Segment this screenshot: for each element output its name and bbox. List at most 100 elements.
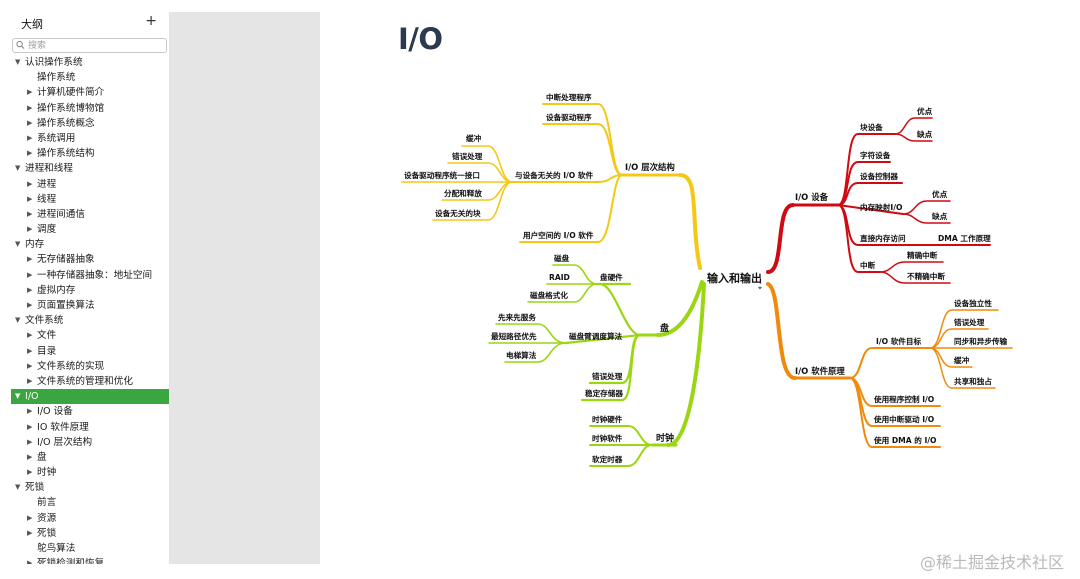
node-device-independent-block[interactable]: 设备无关的块 — [435, 208, 481, 218]
node-shared-exclusive[interactable]: 共享和独占 — [954, 376, 992, 386]
triangle-right-icon[interactable]: ▶ — [27, 468, 33, 477]
triangle-right-icon[interactable]: ▶ — [27, 88, 33, 97]
outline-item[interactable]: ▶调度 — [11, 222, 169, 237]
node-interrupt-driven-io[interactable]: 使用中断驱动 I/O — [873, 414, 935, 424]
node-io-device[interactable]: I/O 设备 — [795, 192, 829, 202]
outline-item[interactable]: ▶时钟 — [11, 465, 169, 480]
triangle-right-icon[interactable]: ▶ — [27, 103, 33, 112]
triangle-right-icon[interactable]: ▶ — [27, 376, 33, 385]
node-clock[interactable]: 时钟 — [656, 432, 674, 444]
outline-item[interactable]: ▶进程 — [11, 177, 169, 192]
node-stable-storage[interactable]: 稳定存储器 — [585, 388, 623, 398]
node-uniform-interface[interactable]: 设备驱动程序统一接口 — [404, 170, 480, 180]
outline-item[interactable]: ▶一种存储器抽象：地址空间 — [11, 268, 169, 283]
outline-item[interactable]: ▶虚拟内存 — [11, 283, 169, 298]
node-dma-io[interactable]: 使用 DMA 的 I/O — [873, 435, 937, 445]
outline-item[interactable]: 前言 — [11, 495, 169, 510]
outline-item[interactable]: ▼文件系统 — [11, 313, 169, 328]
node-raid[interactable]: RAID — [549, 273, 570, 282]
triangle-right-icon[interactable]: ▶ — [27, 513, 33, 522]
node-elevator[interactable]: 电梯算法 — [506, 350, 537, 360]
node-user-space-sw[interactable]: 用户空间的 I/O 软件 — [522, 230, 594, 240]
triangle-right-icon[interactable]: ▶ — [27, 301, 33, 309]
node-disk-item[interactable]: 磁盘 — [554, 253, 570, 263]
triangle-down-icon[interactable]: ▼ — [15, 483, 21, 492]
node-clock-software[interactable]: 时钟软件 — [592, 433, 623, 443]
add-outline-button[interactable]: + — [145, 13, 157, 29]
node-interrupt[interactable]: 中断 — [860, 260, 876, 270]
outline-item[interactable]: ▶目录 — [11, 344, 169, 359]
triangle-right-icon[interactable]: ▶ — [27, 407, 33, 416]
node-buffer[interactable]: 缓冲 — [466, 133, 482, 143]
outline-item[interactable]: ▼内存 — [11, 237, 169, 252]
node-software-goals[interactable]: I/O 软件目标 — [876, 336, 921, 346]
node-device-driver[interactable]: 设备驱动程序 — [546, 112, 592, 122]
triangle-right-icon[interactable]: ▶ — [27, 285, 33, 294]
node-fcfs[interactable]: 先来先服务 — [498, 312, 536, 322]
node-io-layer[interactable]: I/O 层次结构 — [625, 162, 675, 172]
node-mmio-pro[interactable]: 优点 — [932, 189, 948, 199]
node-char-device[interactable]: 字符设备 — [860, 150, 891, 160]
triangle-right-icon[interactable]: ▶ — [27, 559, 33, 564]
outline-item[interactable]: ▼进程和线程 — [11, 161, 169, 176]
root-node[interactable]: 输入和输出 — [707, 271, 762, 285]
triangle-right-icon[interactable]: ▶ — [27, 346, 33, 355]
outline-item[interactable]: ▶IO 软件原理 — [11, 420, 169, 435]
outline-item[interactable]: ▶线程 — [11, 192, 169, 207]
triangle-right-icon[interactable]: ▶ — [27, 361, 33, 370]
node-alloc-release[interactable]: 分配和释放 — [444, 188, 482, 198]
node-mmio-con[interactable]: 缺点 — [931, 211, 948, 221]
triangle-down-icon[interactable]: ▼ — [15, 164, 21, 173]
outline-item[interactable]: ▶文件 — [11, 328, 169, 343]
node-programmed-io[interactable]: 使用程序控制 I/O — [873, 394, 935, 404]
outline-item[interactable]: 操作系统 — [11, 70, 169, 85]
outline-item[interactable]: ▶页面置换算法 — [11, 298, 169, 313]
node-sync-async[interactable]: 同步和异步传输 — [954, 336, 1008, 346]
outline-item[interactable]: ▶盘 — [11, 450, 169, 465]
node-device-independent-sw[interactable]: 与设备无关的 I/O 软件 — [515, 170, 593, 180]
triangle-right-icon[interactable]: ▶ — [27, 422, 33, 431]
triangle-right-icon[interactable]: ▶ — [27, 149, 33, 158]
outline-item[interactable]: ▶进程间通信 — [11, 207, 169, 222]
triangle-right-icon[interactable]: ▶ — [27, 528, 33, 537]
node-dma-principle[interactable]: DMA 工作原理 — [938, 233, 991, 243]
outline-item[interactable]: ▶文件系统的管理和优化 — [11, 374, 169, 389]
node-disk-arm-scheduling[interactable]: 磁盘臂调度算法 — [569, 331, 623, 341]
outline-item[interactable]: ▶系统调用 — [11, 131, 169, 146]
triangle-down-icon[interactable]: ▼ — [15, 316, 21, 325]
outline-item[interactable]: ▶操作系统结构 — [11, 146, 169, 161]
node-sstf[interactable]: 最短路径优先 — [491, 331, 537, 341]
node-soft-timer[interactable]: 软定时器 — [592, 454, 623, 464]
outline-item[interactable]: ▶操作系统博物馆 — [11, 101, 169, 116]
outline-item[interactable]: ▼死锁 — [11, 480, 169, 495]
search-input[interactable] — [28, 39, 158, 52]
node-disk-hardware[interactable]: 盘硬件 — [600, 272, 623, 282]
node-block-device[interactable]: 块设备 — [860, 122, 883, 132]
triangle-down-icon[interactable]: ▼ — [15, 240, 21, 249]
node-error-handling[interactable]: 错误处理 — [452, 151, 483, 161]
outline-item[interactable]: ▶死锁 — [11, 526, 169, 541]
outline-item[interactable]: ▼认识操作系统 — [11, 55, 169, 70]
outline-item[interactable]: ▶无存储器抽象 — [11, 252, 169, 267]
node-interrupt-handler[interactable]: 中断处理程序 — [546, 92, 592, 102]
triangle-down-icon[interactable]: ▼ — [15, 58, 21, 66]
outline-item[interactable]: ▶计算机硬件简介 — [11, 85, 169, 100]
triangle-right-icon[interactable]: ▶ — [27, 118, 33, 127]
triangle-right-icon[interactable]: ▶ — [27, 179, 33, 188]
outline-item[interactable]: ▶I/O 设备 — [11, 404, 169, 419]
node-dma[interactable]: 直接内存访问 — [860, 233, 906, 243]
node-precise-interrupt[interactable]: 精确中断 — [907, 250, 938, 260]
triangle-right-icon[interactable]: ▶ — [27, 209, 33, 218]
node-disk-format[interactable]: 磁盘格式化 — [530, 290, 568, 300]
node-disk-error-handling[interactable]: 错误处理 — [592, 371, 623, 381]
triangle-right-icon[interactable]: ▶ — [27, 331, 33, 340]
triangle-right-icon[interactable]: ▶ — [27, 270, 33, 279]
outline-item[interactable]: ▶死锁检测和恢复 — [11, 556, 169, 564]
triangle-right-icon[interactable]: ▶ — [27, 225, 33, 234]
outline-item[interactable]: ▶操作系统概念 — [11, 116, 169, 131]
node-block-pro[interactable]: 优点 — [917, 106, 933, 116]
triangle-right-icon[interactable]: ▶ — [27, 194, 33, 203]
outline-item[interactable]: 鸵鸟算法 — [11, 541, 169, 556]
triangle-right-icon[interactable]: ▶ — [27, 133, 33, 142]
triangle-right-icon[interactable]: ▶ — [27, 437, 33, 446]
